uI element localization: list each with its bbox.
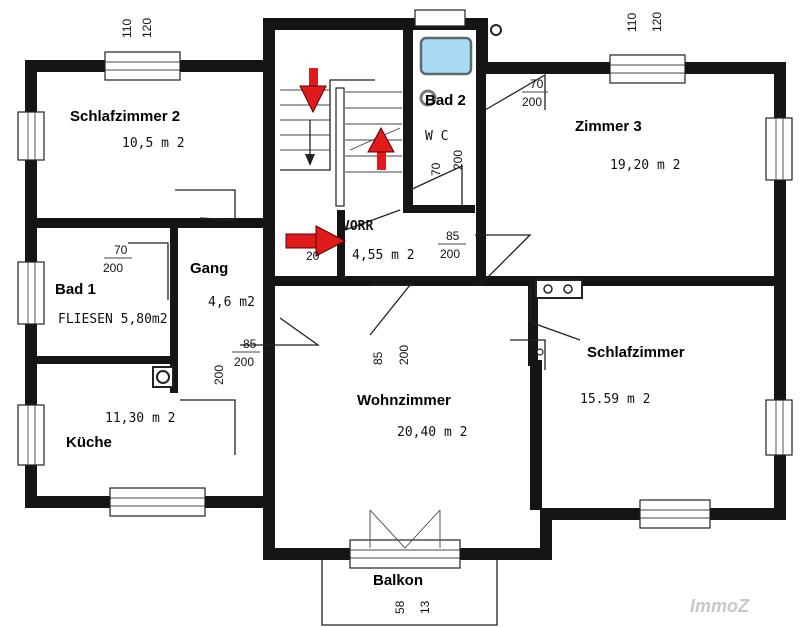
room-label-wc: W C [425,129,448,144]
room-area-zimmer3: 19,20 m 2 [610,158,680,173]
room-label-bad1: Bad 1 [55,281,96,298]
vorr-door-width: 85 [446,229,460,243]
vorr-extra-dim: 20 [306,249,320,263]
vorr-door-height: 200 [440,247,460,261]
window-right-dim-a: 110 [625,13,639,32]
wc-door-height: 200 [451,150,465,170]
room-label-balkon: Balkon [373,572,423,589]
room-label-vorr: VORR [342,219,373,234]
wohn-door-width: 85 [371,351,385,365]
bad1-door-width: 70 [114,243,128,257]
windows [17,9,793,569]
staircase [280,79,402,207]
inner-walls [37,18,780,510]
room-label-schlafzimmer2: Schlafzimmer 2 [70,108,180,125]
window-right-dim-b: 120 [650,12,664,32]
room-area-wohnzimmer: 20,40 m 2 [397,425,467,440]
window-left-dim-a: 110 [120,19,134,38]
room-label-wohnzimmer: Wohnzimmer [357,392,451,409]
balkon-dim-b: 13 [418,600,432,614]
bad2-door-width: 70 [530,77,544,91]
window-left-dim-b: 120 [140,18,154,38]
gang-door-height: 200 [234,355,254,369]
room-label-kueche: Küche [66,434,112,451]
room-label-schlafzimmer: Schlafzimmer [587,344,685,361]
room-area-schlafzimmer2: 10,5 m 2 [122,136,185,151]
kueche-door-height: 200 [212,365,226,385]
room-area-kueche: 11,30 m 2 [105,411,175,426]
room-label-zimmer3: Zimmer 3 [575,118,642,135]
wohn-door-height: 200 [397,345,411,365]
room-area-schlafzimmer: 15.59 m 2 [580,392,650,407]
wc-door-width: 70 [429,162,443,176]
room-label-bad2: Bad 2 [425,92,466,109]
balkon [321,509,498,626]
watermark: ImmoZ [690,596,750,616]
chimney-fixtures [152,279,583,388]
bad2-fixtures [419,24,502,107]
room-area-vorr: 4,55 m 2 [352,248,415,263]
room-note-bad1: FLIESEN 5,80m2 [58,312,168,327]
door-swings [128,73,581,455]
balkon-dim-a: 58 [393,600,407,614]
gang-door-width: 85 [243,337,257,351]
room-area-gang: 4,6 m2 [208,295,255,310]
bad2-door-height: 200 [522,95,542,109]
bad1-door-height: 200 [103,261,123,275]
room-label-gang: Gang [190,260,228,277]
red-arrows [285,68,395,257]
